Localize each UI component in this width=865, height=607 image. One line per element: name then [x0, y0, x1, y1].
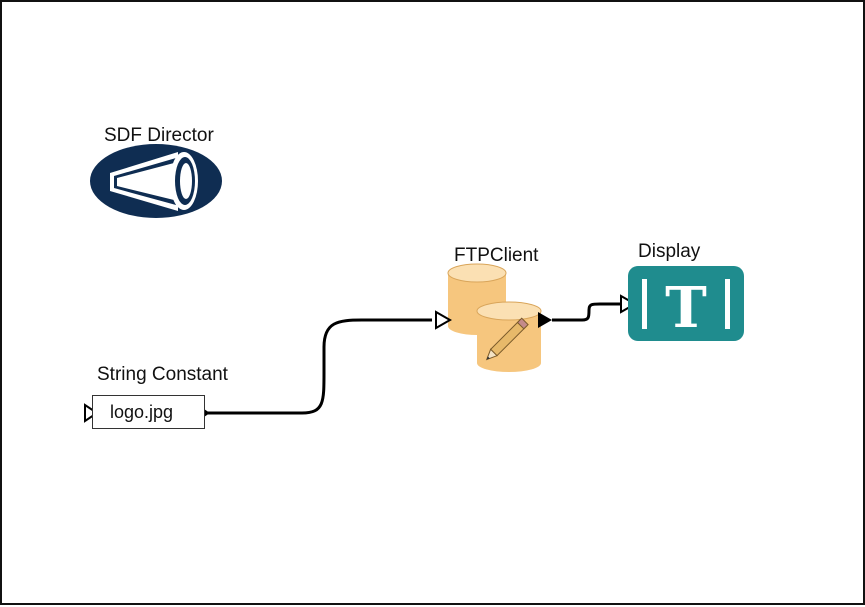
- ftp-client-label: FTPClient: [454, 246, 538, 265]
- ftp-client-input-port[interactable]: [436, 312, 450, 328]
- sdf-director-icon[interactable]: [90, 144, 222, 218]
- ftp-client-output-port[interactable]: [538, 312, 552, 328]
- connection-ftp-to-display[interactable]: [552, 304, 620, 320]
- display-icon[interactable]: T: [628, 266, 744, 341]
- string-constant-box[interactable]: logo.jpg: [92, 395, 205, 429]
- display-label: Display: [638, 242, 700, 261]
- display-glyph: T: [665, 275, 707, 341]
- string-constant-label: String Constant: [97, 365, 228, 384]
- connection-string-to-ftp[interactable]: [208, 320, 432, 413]
- string-constant-value: logo.jpg: [110, 403, 173, 421]
- sdf-director-label: SDF Director: [104, 126, 214, 145]
- ftp-client-icon[interactable]: [448, 264, 541, 372]
